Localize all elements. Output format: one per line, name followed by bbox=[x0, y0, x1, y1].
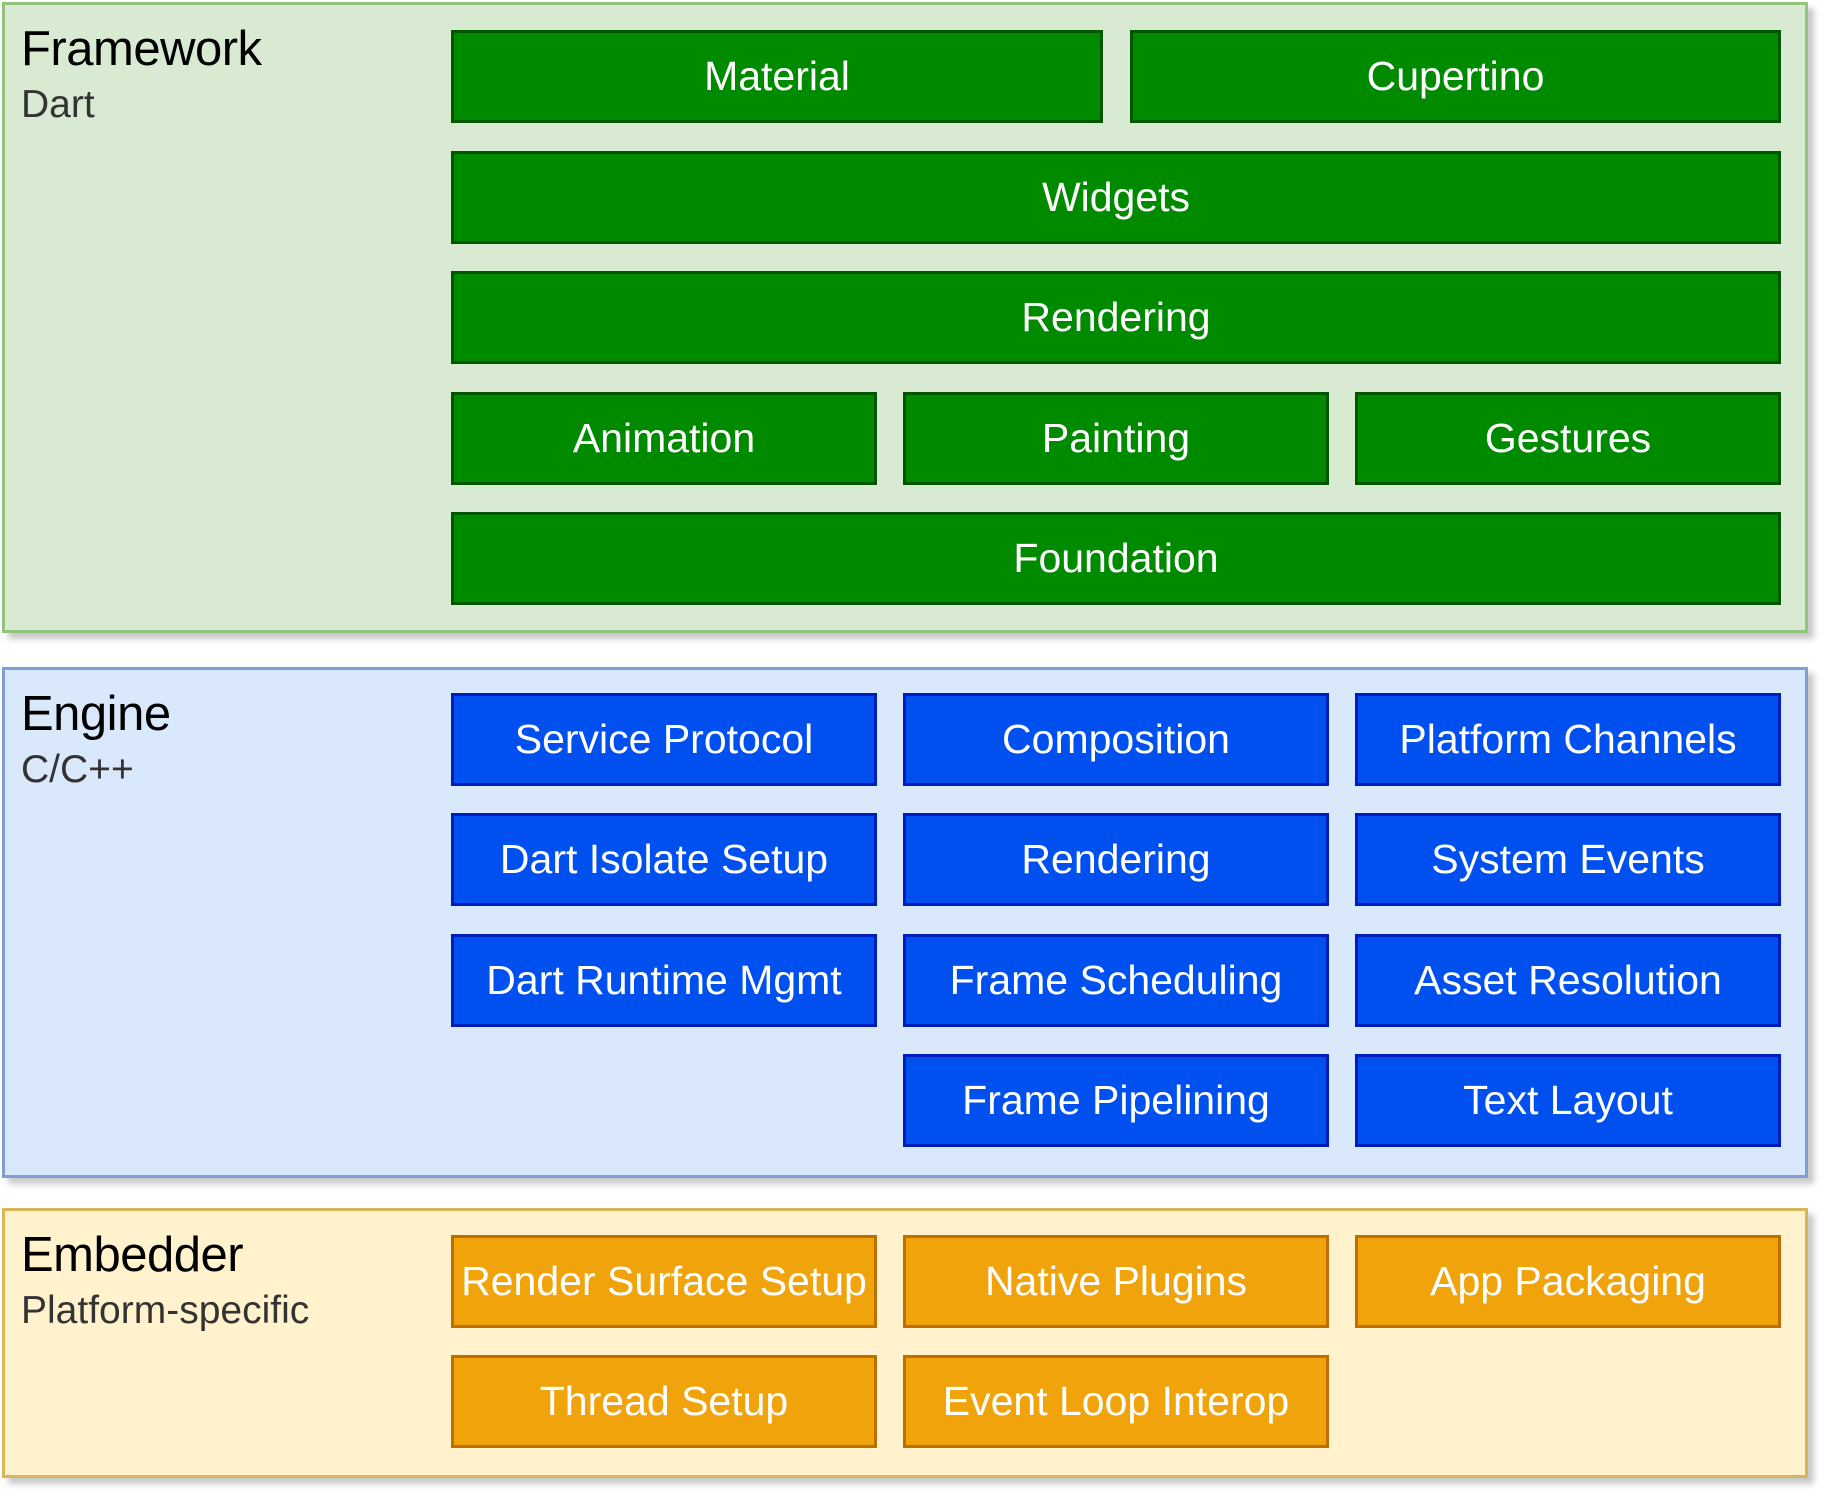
framework-title: Framework bbox=[21, 22, 262, 76]
embedder-box-thread-setup[interactable]: Thread Setup bbox=[451, 1355, 877, 1448]
framework-box-rendering[interactable]: Rendering bbox=[451, 271, 1781, 364]
engine-box-text-layout[interactable]: Text Layout bbox=[1355, 1054, 1781, 1147]
framework-box-cupertino[interactable]: Cupertino bbox=[1130, 30, 1781, 123]
framework-box-material[interactable]: Material bbox=[451, 30, 1103, 123]
framework-box-painting[interactable]: Painting bbox=[903, 392, 1329, 485]
embedder-title: Embedder bbox=[21, 1228, 244, 1282]
framework-box-foundation[interactable]: Foundation bbox=[451, 512, 1781, 605]
embedder-subtitle: Platform-specific bbox=[21, 1289, 310, 1332]
engine-title: Engine bbox=[21, 687, 171, 741]
engine-box-platform-channels[interactable]: Platform Channels bbox=[1355, 693, 1781, 786]
engine-subtitle: C/C++ bbox=[21, 748, 134, 791]
embedder-box-native-plugins[interactable]: Native Plugins bbox=[903, 1235, 1329, 1328]
engine-box-frame-scheduling[interactable]: Frame Scheduling bbox=[903, 934, 1329, 1027]
engine-box-system-events[interactable]: System Events bbox=[1355, 813, 1781, 906]
engine-box-composition[interactable]: Composition bbox=[903, 693, 1329, 786]
engine-box-rendering[interactable]: Rendering bbox=[903, 813, 1329, 906]
embedder-box-render-surface-setup[interactable]: Render Surface Setup bbox=[451, 1235, 877, 1328]
framework-box-gestures[interactable]: Gestures bbox=[1355, 392, 1781, 485]
engine-box-asset-resolution[interactable]: Asset Resolution bbox=[1355, 934, 1781, 1027]
engine-box-dart-isolate-setup[interactable]: Dart Isolate Setup bbox=[451, 813, 877, 906]
embedder-box-event-loop-interop[interactable]: Event Loop Interop bbox=[903, 1355, 1329, 1448]
framework-box-widgets[interactable]: Widgets bbox=[451, 151, 1781, 244]
engine-box-frame-pipelining[interactable]: Frame Pipelining bbox=[903, 1054, 1329, 1147]
framework-box-animation[interactable]: Animation bbox=[451, 392, 877, 485]
engine-box-service-protocol[interactable]: Service Protocol bbox=[451, 693, 877, 786]
engine-box-dart-runtime-mgmt[interactable]: Dart Runtime Mgmt bbox=[451, 934, 877, 1027]
embedder-box-app-packaging[interactable]: App Packaging bbox=[1355, 1235, 1781, 1328]
framework-subtitle: Dart bbox=[21, 83, 95, 126]
